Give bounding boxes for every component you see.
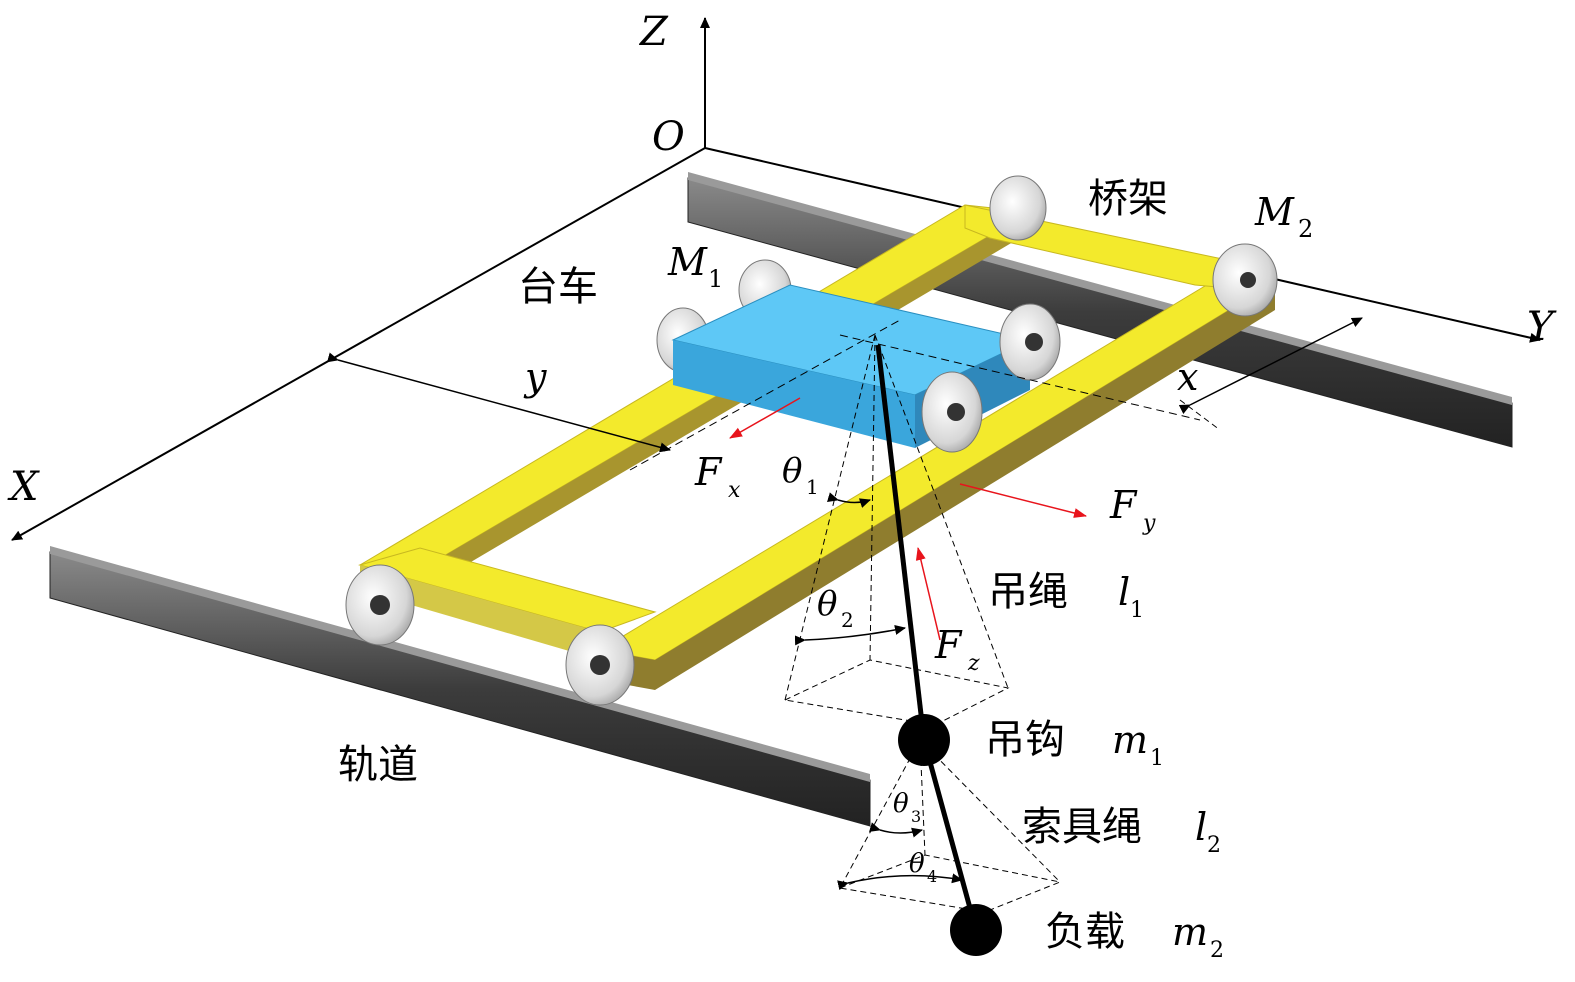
theta3-label: θ bbox=[893, 789, 909, 819]
Fx-label: F bbox=[694, 450, 723, 494]
force-x-arrow bbox=[729, 397, 801, 439]
wheel-icon bbox=[345, 564, 415, 646]
force-arrows bbox=[729, 397, 1087, 641]
bridge-wheels bbox=[345, 175, 1278, 706]
M1-label: M bbox=[667, 240, 708, 284]
wheel-icon bbox=[989, 175, 1047, 241]
wheel-icon bbox=[921, 371, 983, 453]
y-axis-label: Y bbox=[1527, 304, 1557, 350]
x-axis-label: X bbox=[7, 464, 40, 510]
angle-arcs bbox=[794, 492, 963, 891]
wheel-icon bbox=[1212, 243, 1278, 317]
svg-text:z: z bbox=[967, 651, 980, 676]
x-axis bbox=[11, 147, 706, 541]
hoist-rope bbox=[875, 344, 927, 741]
svg-text:y: y bbox=[1142, 511, 1156, 536]
svg-text:3: 3 bbox=[911, 807, 921, 826]
wheel-icon bbox=[565, 624, 635, 706]
svg-text:2: 2 bbox=[1207, 833, 1221, 858]
y-dimension-label: y bbox=[523, 355, 547, 399]
svg-text:2: 2 bbox=[1210, 938, 1224, 963]
svg-text:2: 2 bbox=[1298, 215, 1313, 243]
svg-text:m: m bbox=[1172, 910, 1208, 954]
svg-text:4: 4 bbox=[927, 867, 937, 886]
rail-label: 轨道 bbox=[338, 742, 418, 788]
svg-text:l: l bbox=[1195, 805, 1207, 849]
theta1-label: θ bbox=[782, 451, 802, 491]
origin-label: O bbox=[652, 114, 685, 160]
M2-label: M bbox=[1254, 190, 1295, 234]
force-z-arrow bbox=[915, 547, 941, 641]
hook-mass bbox=[898, 714, 950, 766]
svg-text:l: l bbox=[1118, 570, 1130, 614]
svg-text:1: 1 bbox=[708, 265, 723, 293]
labels: Z O Y X 桥架 台车 轨道 M 1 M 2 y x F x F y F z… bbox=[7, 9, 1557, 963]
svg-text:2: 2 bbox=[841, 608, 854, 632]
force-y-arrow bbox=[959, 483, 1087, 518]
svg-text:1: 1 bbox=[1150, 746, 1164, 771]
hoist-rope-label: 吊绳 bbox=[988, 569, 1068, 615]
svg-text:1: 1 bbox=[1130, 598, 1144, 623]
trolley-body bbox=[656, 259, 1061, 453]
rigging-rope-label: 索具绳 bbox=[1022, 804, 1142, 850]
svg-text:x: x bbox=[728, 478, 741, 503]
wheel-icon bbox=[999, 303, 1061, 381]
Fz-label: F bbox=[934, 623, 963, 667]
hook-label: 吊钩 bbox=[985, 717, 1065, 763]
y-dimension bbox=[327, 352, 671, 453]
bridge-label: 桥架 bbox=[1088, 176, 1168, 222]
theta4-label: θ bbox=[909, 849, 925, 879]
payload-mass bbox=[950, 904, 1002, 956]
x-dimension bbox=[1178, 317, 1363, 414]
z-axis-label: Z bbox=[638, 9, 669, 55]
theta2-label: θ bbox=[817, 584, 837, 624]
svg-text:m: m bbox=[1112, 718, 1148, 762]
x-dimension-label: x bbox=[1177, 355, 1198, 399]
rigging-rope bbox=[921, 739, 979, 931]
svg-text:1: 1 bbox=[806, 475, 819, 499]
Fy-label: F bbox=[1109, 483, 1138, 527]
payload-label: 负载 bbox=[1045, 909, 1125, 955]
ropes bbox=[875, 344, 1002, 956]
trolley-label: 台车 bbox=[518, 264, 598, 310]
swing-cones bbox=[783, 334, 1062, 913]
dimensions bbox=[327, 317, 1363, 471]
